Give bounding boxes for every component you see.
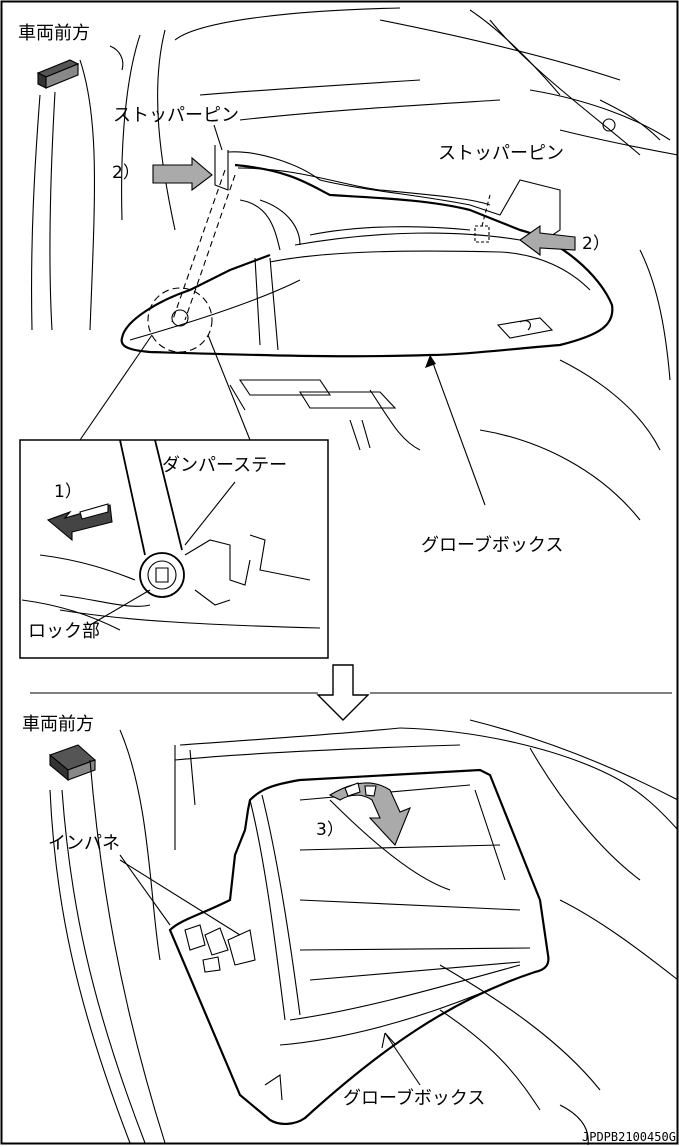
stopper-pin-label-right: ストッパーピン bbox=[438, 143, 564, 164]
lock-detail-inset bbox=[19, 439, 329, 659]
damper-stay-label: ダンパーステー bbox=[162, 455, 288, 476]
step-2-left-label: 2） bbox=[112, 163, 140, 183]
front-direction-label-bottom: 車両前方 bbox=[22, 714, 94, 735]
step-3-label: 3） bbox=[316, 820, 344, 840]
glove-box-label-top: グローブボックス bbox=[421, 535, 564, 556]
leader-arrowhead bbox=[425, 355, 436, 368]
top-view bbox=[31, 7, 679, 521]
transition-divider bbox=[30, 664, 672, 721]
instrument-panel-label: インパネ bbox=[48, 833, 120, 854]
bottom-view bbox=[48, 719, 679, 1145]
stopper-pin-label-left: ストッパーピン bbox=[113, 105, 239, 126]
front-direction-label-top: 車両前方 bbox=[18, 23, 90, 44]
figure-id: JPDPB2100450G bbox=[582, 1130, 676, 1144]
glove-box-label-bottom: グローブボックス bbox=[343, 1088, 486, 1109]
lock-part-label: ロック部 bbox=[28, 621, 100, 642]
step-2-right-label: 2） bbox=[582, 234, 610, 254]
step-1-label: 1） bbox=[54, 482, 82, 502]
